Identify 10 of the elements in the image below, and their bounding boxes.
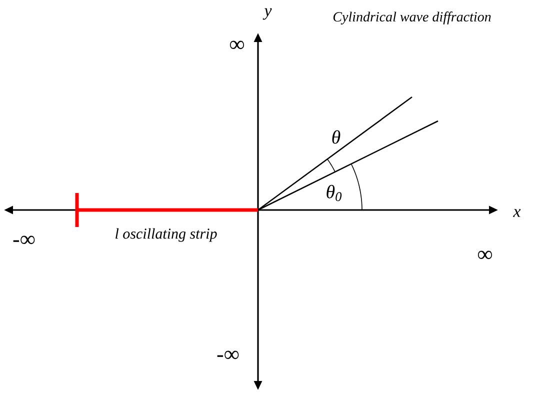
- angle-label: θ$_{0}$: [326, 184, 342, 202]
- infinity-label: ∞: [478, 250, 492, 260]
- infinity-label: ∞: [230, 40, 244, 50]
- strip-label: l oscillating strip: [116, 228, 217, 242]
- axis-label: x: [513, 209, 521, 217]
- angle-label: θ: [332, 130, 340, 144]
- infinity-label: -∞: [217, 350, 239, 360]
- axis-label: y: [262, 8, 272, 20]
- wave-label: Cylindrical wave diffraction: [333, 12, 491, 24]
- infinity-label: -∞: [13, 236, 35, 244]
